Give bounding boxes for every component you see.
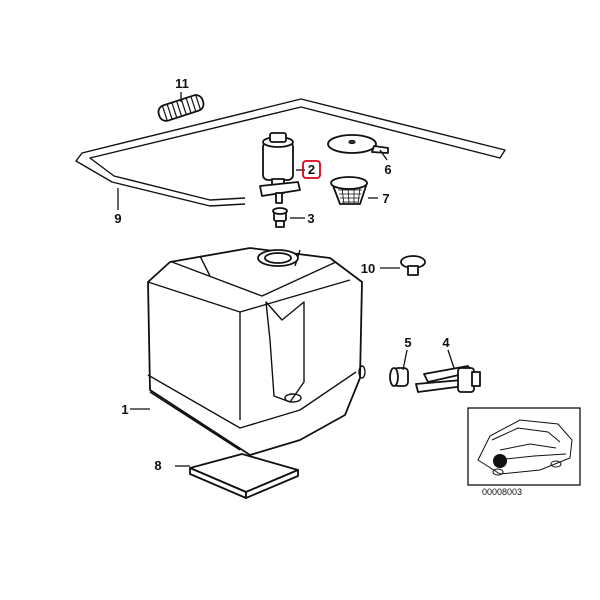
callout-3: 3 — [307, 211, 314, 226]
callout-11: 11 — [175, 76, 189, 91]
level-sensor-part — [415, 365, 481, 393]
callout-9: 9 — [114, 211, 121, 226]
grommet-part — [272, 207, 288, 228]
diagram-code: 00008003 — [482, 487, 522, 497]
spring-hose-part — [157, 94, 205, 122]
strainer-part — [330, 176, 368, 205]
side-grommet-part — [389, 367, 409, 387]
callout-6: 6 — [384, 162, 391, 177]
filler-cap-part — [327, 134, 389, 154]
callout-4: 4 — [442, 335, 450, 350]
callout-8: 8 — [154, 458, 161, 473]
location-marker — [493, 454, 507, 468]
rubber-pad-part — [189, 453, 299, 499]
leader-lines — [117, 92, 455, 467]
callout-7: 7 — [382, 191, 389, 206]
callout-10: 10 — [361, 261, 375, 276]
expanding-rivet-part — [400, 255, 426, 276]
washer-pump-part — [259, 132, 301, 204]
car-outline — [477, 419, 573, 476]
washer-hose-part — [75, 98, 506, 207]
callout-1: 1 — [121, 402, 128, 417]
callout-2-highlight-box — [302, 160, 321, 179]
callout-5: 5 — [404, 335, 411, 350]
washer-tank-part — [147, 247, 366, 456]
callout-2: 2 — [308, 162, 315, 177]
location-inset — [467, 407, 581, 486]
